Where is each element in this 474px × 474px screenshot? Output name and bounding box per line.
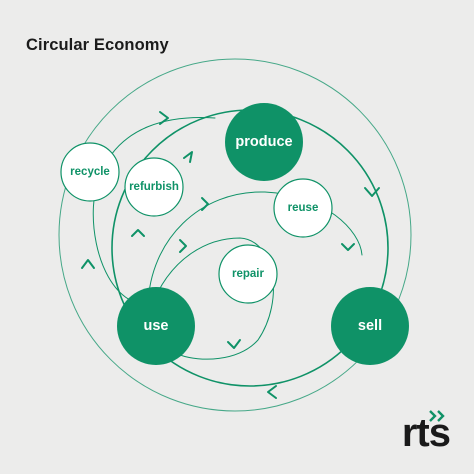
svg-text:sell: sell <box>358 318 382 334</box>
svg-text:use: use <box>144 318 169 334</box>
node-produce: produce <box>225 103 303 181</box>
svg-text:reuse: reuse <box>288 202 319 214</box>
node-refurbish: refurbish <box>124 157 184 217</box>
diagram-title: Circular Economy <box>26 36 169 54</box>
arrow-main-right <box>364 187 380 197</box>
node-use: use <box>117 287 195 365</box>
outer-cycle-ring <box>58 58 412 412</box>
svg-text:refurbish: refurbish <box>129 181 179 193</box>
node-recycle: recycle <box>60 142 120 202</box>
arrow-repair-right <box>227 339 241 349</box>
svg-text:produce: produce <box>235 134 292 150</box>
refurbish-loop <box>147 191 363 306</box>
arrow-main-left <box>183 151 193 163</box>
rts-logo: rts <box>401 411 451 455</box>
node-sell: sell <box>331 287 409 365</box>
arrow-repair-top <box>179 239 187 253</box>
svg-text:repair: repair <box>232 268 264 280</box>
arrow-outer-top <box>159 111 169 125</box>
arrow-reuse <box>341 243 355 251</box>
arrow-refurbish <box>131 229 145 237</box>
node-reuse: reuse <box>273 178 333 238</box>
arrow-refurbish-top <box>201 197 209 211</box>
double-chevron-icon <box>429 410 445 422</box>
svg-text:recycle: recycle <box>70 166 110 178</box>
arrow-main-bottom <box>267 385 277 399</box>
node-repair: repair <box>218 244 278 304</box>
arrow-outer-left <box>81 259 95 269</box>
